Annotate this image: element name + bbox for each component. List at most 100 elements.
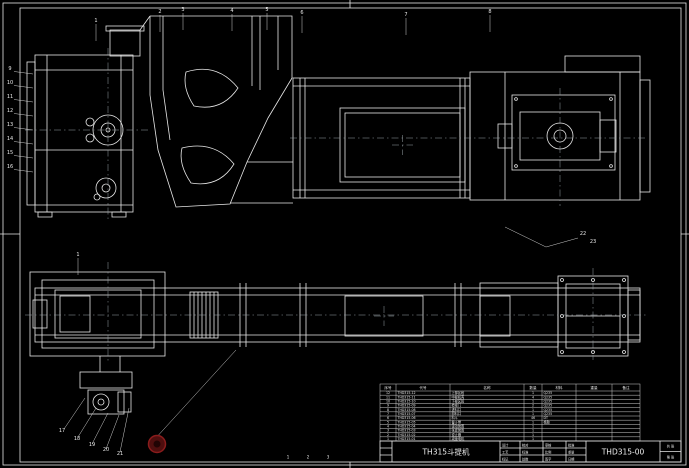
bom-cell: 中部机壳	[452, 394, 466, 399]
bom-cell: THD315-01	[397, 437, 416, 441]
bom-cell: 进料口	[452, 407, 462, 412]
field-label: 重量	[568, 449, 575, 454]
bom-cell: 1	[532, 400, 534, 404]
bom-cell: 3	[387, 429, 389, 433]
bom-cell: 2	[387, 433, 389, 437]
bom-header: 名称	[483, 385, 491, 390]
bom-cell: 7	[387, 412, 389, 416]
bom-cell: 1	[387, 437, 389, 441]
bom-cell: THD315-03	[397, 429, 416, 433]
bom-header: 材料	[555, 385, 563, 390]
bom-header: 重量	[590, 385, 598, 390]
bom-header: 序号	[384, 385, 392, 390]
bom-cell: 下部区段	[452, 399, 466, 404]
bom-cell: 1	[532, 429, 534, 433]
bom-cell: 46	[531, 416, 535, 420]
bom-header: 数量	[529, 385, 537, 390]
callout-label-23: 23	[590, 239, 596, 245]
field-label: 审核	[545, 442, 552, 447]
bom-cell: 逆止器	[452, 432, 462, 437]
zone-number-1: 1	[287, 455, 290, 460]
callout-label-13: 13	[7, 122, 13, 128]
field-label: 校对	[522, 442, 529, 447]
bom-cell: 9	[387, 404, 389, 408]
bom-cell: DT	[544, 416, 548, 420]
field-label: 比例	[545, 449, 551, 454]
bom-cell: 料斗	[452, 415, 458, 420]
callout-label-11: 11	[7, 94, 13, 100]
bom-cell: THD315-06	[397, 416, 416, 420]
field-label: 工艺	[502, 449, 508, 454]
bom-cell: 8	[387, 408, 389, 412]
bom-cell: 5	[387, 420, 389, 424]
bom-cell: THD315-05	[397, 420, 416, 424]
callout-label-6: 6	[300, 10, 303, 16]
bom-cell: 1	[532, 391, 534, 395]
callout-label-5: 5	[265, 7, 268, 13]
bom-cell: Q235	[544, 395, 553, 399]
bom-cell: 6	[387, 416, 389, 420]
callout-label-20: 20	[103, 447, 109, 453]
page-info-top: 共 张	[667, 444, 675, 449]
field-label: 设计	[502, 442, 509, 447]
zone-number-2: 2	[307, 455, 310, 460]
bom-cell: 11	[386, 395, 390, 399]
bom-cell: 上部区段	[452, 390, 466, 395]
callout-label-10: 10	[7, 80, 13, 86]
bom-cell: Q235	[544, 391, 553, 395]
callout-label-7: 7	[404, 12, 407, 18]
bom-cell: 10	[386, 400, 390, 404]
bom-cell: 1	[532, 408, 534, 412]
field-label: 签字	[545, 456, 551, 461]
callout-label-22: 22	[580, 231, 586, 237]
bom-cell: 卸料口	[452, 411, 462, 416]
bom-cell: 减速电机	[452, 436, 466, 441]
bom-cell: 畚斗带	[452, 419, 462, 424]
title-block	[379, 440, 682, 463]
bom-cell: THD315-09	[397, 404, 416, 408]
seal-stamp	[147, 434, 167, 454]
drawing-number: THD315-00	[601, 448, 645, 457]
bom-cell: 检视门	[452, 403, 462, 408]
callout-label-8: 8	[488, 9, 491, 15]
bom-cell: 驱动装置	[452, 424, 465, 429]
product-title: TH315斗提机	[421, 447, 470, 457]
field-label: 处数	[522, 456, 529, 461]
centerlines	[25, 48, 648, 362]
callout-label-2: 2	[158, 9, 161, 15]
bom-cell: 1	[532, 425, 534, 429]
bom-cell: THD315-02	[397, 433, 416, 437]
callout-label-16: 16	[7, 164, 13, 170]
elevation-view	[26, 15, 651, 218]
bom-cell: THD315-07	[397, 412, 416, 416]
bom-cell: 1	[532, 433, 534, 437]
field-label: 批准	[568, 442, 575, 447]
bom-cell: 1	[532, 420, 534, 424]
callout-label-17: 17	[59, 428, 65, 434]
zone-number-3: 3	[327, 455, 330, 460]
bom-cell: THD315-04	[397, 425, 416, 429]
field-label: 标记	[502, 456, 509, 461]
bom-cell: 1	[532, 412, 534, 416]
callout-label-1: 1	[76, 252, 79, 258]
bom-cell: 橡胶	[544, 419, 551, 424]
field-label: 日期	[568, 456, 574, 461]
bom-cell: 4	[532, 395, 534, 399]
bom-cell: THD315-12	[397, 391, 416, 395]
bom-cell: THD315-11	[397, 395, 416, 399]
callout-label-12: 12	[7, 108, 13, 114]
bom-cell: Q235	[544, 404, 553, 408]
bom-cell: Q235	[544, 408, 553, 412]
bom-cell: 张紧装置	[452, 428, 465, 433]
bom-header: 备注	[622, 385, 630, 390]
bom-cell: 12	[386, 391, 390, 395]
bom-cell: 1	[532, 437, 534, 441]
callout-label-19: 19	[89, 442, 95, 448]
zone-numbers: 1 2 3	[287, 455, 330, 460]
bom-cell: Q235	[544, 400, 553, 404]
leader-lines	[63, 226, 579, 453]
bom-header: 代号	[419, 385, 427, 390]
